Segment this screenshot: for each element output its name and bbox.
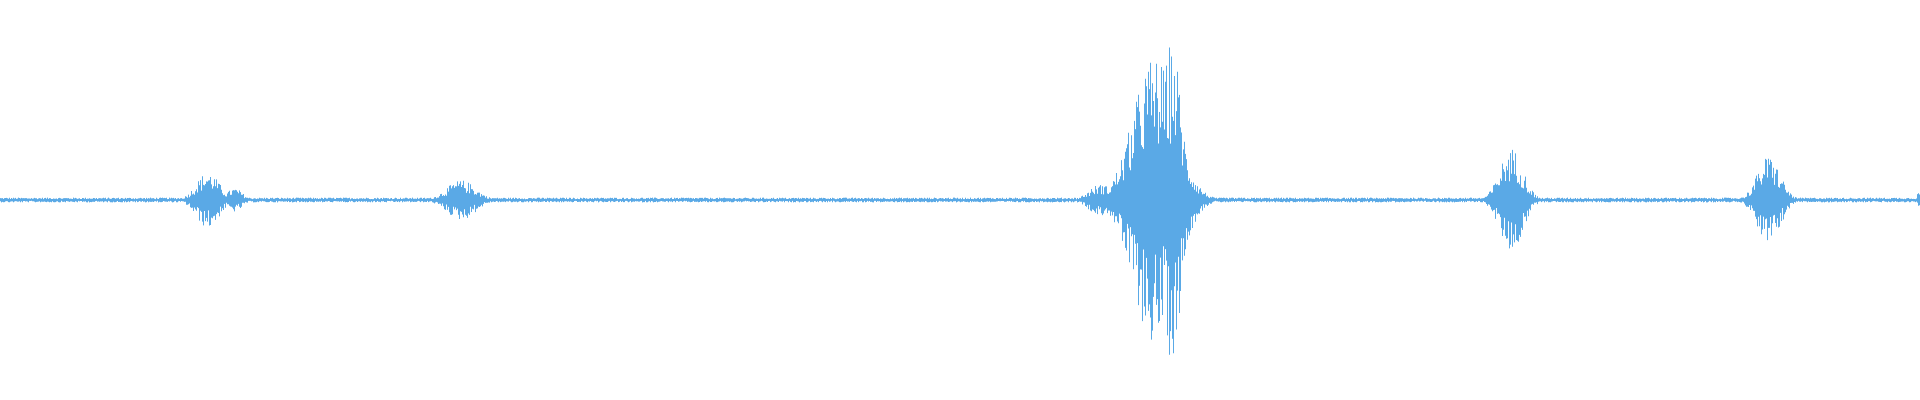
waveform-samples bbox=[0, 47, 1920, 355]
waveform-trace bbox=[0, 47, 1920, 355]
